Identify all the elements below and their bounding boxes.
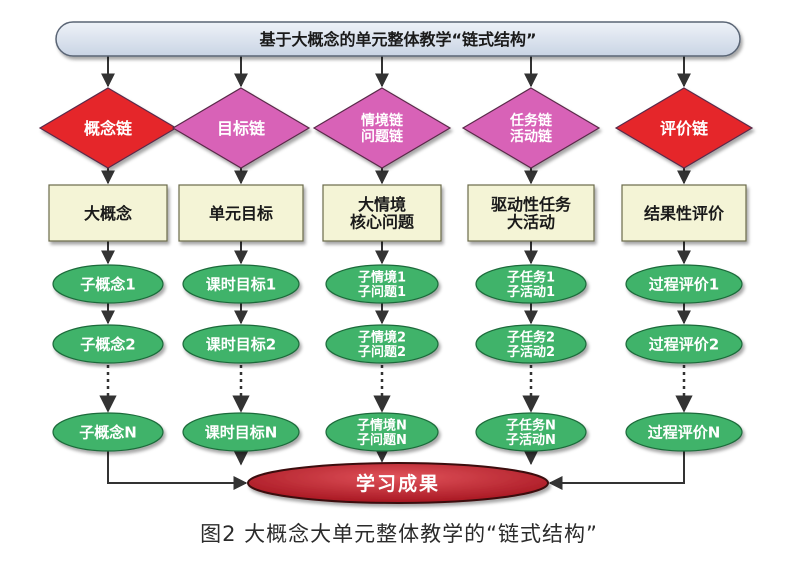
sub-node — [52, 412, 164, 452]
header-title: 基于大概念的单元整体教学“链式结构” — [258, 30, 536, 49]
sub-node-label: 子情境N — [357, 417, 407, 433]
sub-node-label: 过程评价2 — [649, 335, 719, 353]
connector-layer — [99, 56, 693, 490]
sub-node — [625, 264, 743, 304]
header-bar — [55, 21, 741, 57]
sub-node-label: 子任务1 — [507, 269, 555, 285]
chain-diamond — [312, 87, 452, 169]
chain-diamond — [171, 87, 311, 169]
sub-node — [182, 264, 300, 304]
sub-node — [625, 412, 743, 452]
concept-box-label: 核心问题 — [350, 213, 415, 232]
sub-node-label: 子问题1 — [358, 284, 406, 300]
concept-box-label: 大情境 — [358, 195, 406, 214]
sub-node — [325, 324, 439, 364]
sub-node-label: 子概念2 — [80, 335, 135, 353]
chain-diamond — [614, 87, 754, 169]
sub-node-label: 子概念N — [79, 423, 137, 441]
chain-label: 概念链 — [84, 119, 133, 138]
sub-node-label: 子问题2 — [358, 344, 406, 360]
sub-node — [182, 324, 300, 364]
arrow-left-to-outcome — [107, 451, 248, 490]
sub-node-label: 课时目标1 — [206, 275, 276, 293]
concept-box-label: 结果性评价 — [643, 204, 725, 223]
concept-box-label: 驱动性任务 — [491, 195, 572, 214]
concept-box — [621, 184, 747, 242]
sub-node-label: 子情境1 — [358, 269, 406, 285]
chain-label: 评价链 — [660, 119, 709, 138]
concept-box — [322, 184, 442, 242]
chain-diamond — [38, 87, 178, 169]
chain-diamond — [461, 87, 601, 169]
sub-node-label: 子情境2 — [358, 329, 406, 345]
chain-label: 问题链 — [361, 128, 404, 145]
sub-node-label: 课时目标N — [205, 423, 278, 441]
sub-node — [475, 324, 587, 364]
figure-caption: 图2 大概念大单元整体教学的“链式结构” — [200, 522, 598, 546]
sub-node-label: 子活动N — [506, 432, 556, 448]
sub-node — [475, 264, 587, 304]
sub-node-label: 子活动2 — [507, 344, 555, 360]
concept-box — [467, 184, 595, 242]
sub-node — [325, 264, 439, 304]
sub-node-label: 子任务N — [506, 417, 556, 433]
sub-node-label: 过程评价1 — [649, 275, 719, 293]
sub-node — [625, 324, 743, 364]
sub-node-label: 子问题N — [357, 432, 407, 448]
sub-node — [52, 264, 164, 304]
concept-box — [178, 184, 304, 242]
sub-node-label: 子任务2 — [507, 329, 555, 345]
arrow-right-to-outcome — [548, 451, 685, 490]
chain-label: 活动链 — [510, 128, 553, 145]
sub-node — [182, 412, 300, 452]
concept-box — [48, 184, 168, 242]
sub-node-label: 过程评价N — [648, 423, 721, 441]
concept-box-label: 单元目标 — [209, 204, 273, 223]
learning-outcome — [247, 462, 549, 504]
sub-node-label: 子活动1 — [507, 284, 555, 300]
sub-node-label: 子概念1 — [80, 275, 135, 293]
sub-node — [52, 324, 164, 364]
sub-node-label: 课时目标2 — [206, 335, 276, 353]
chain-label: 任务链 — [509, 112, 553, 129]
sub-node — [325, 412, 439, 452]
sub-node — [475, 412, 587, 452]
learning-outcome-label: 学习成果 — [356, 472, 440, 495]
chain-label: 目标链 — [217, 119, 266, 138]
chain-label: 情境链 — [361, 112, 404, 129]
concept-box-label: 大活动 — [507, 213, 555, 232]
concept-box-label: 大概念 — [84, 204, 133, 223]
